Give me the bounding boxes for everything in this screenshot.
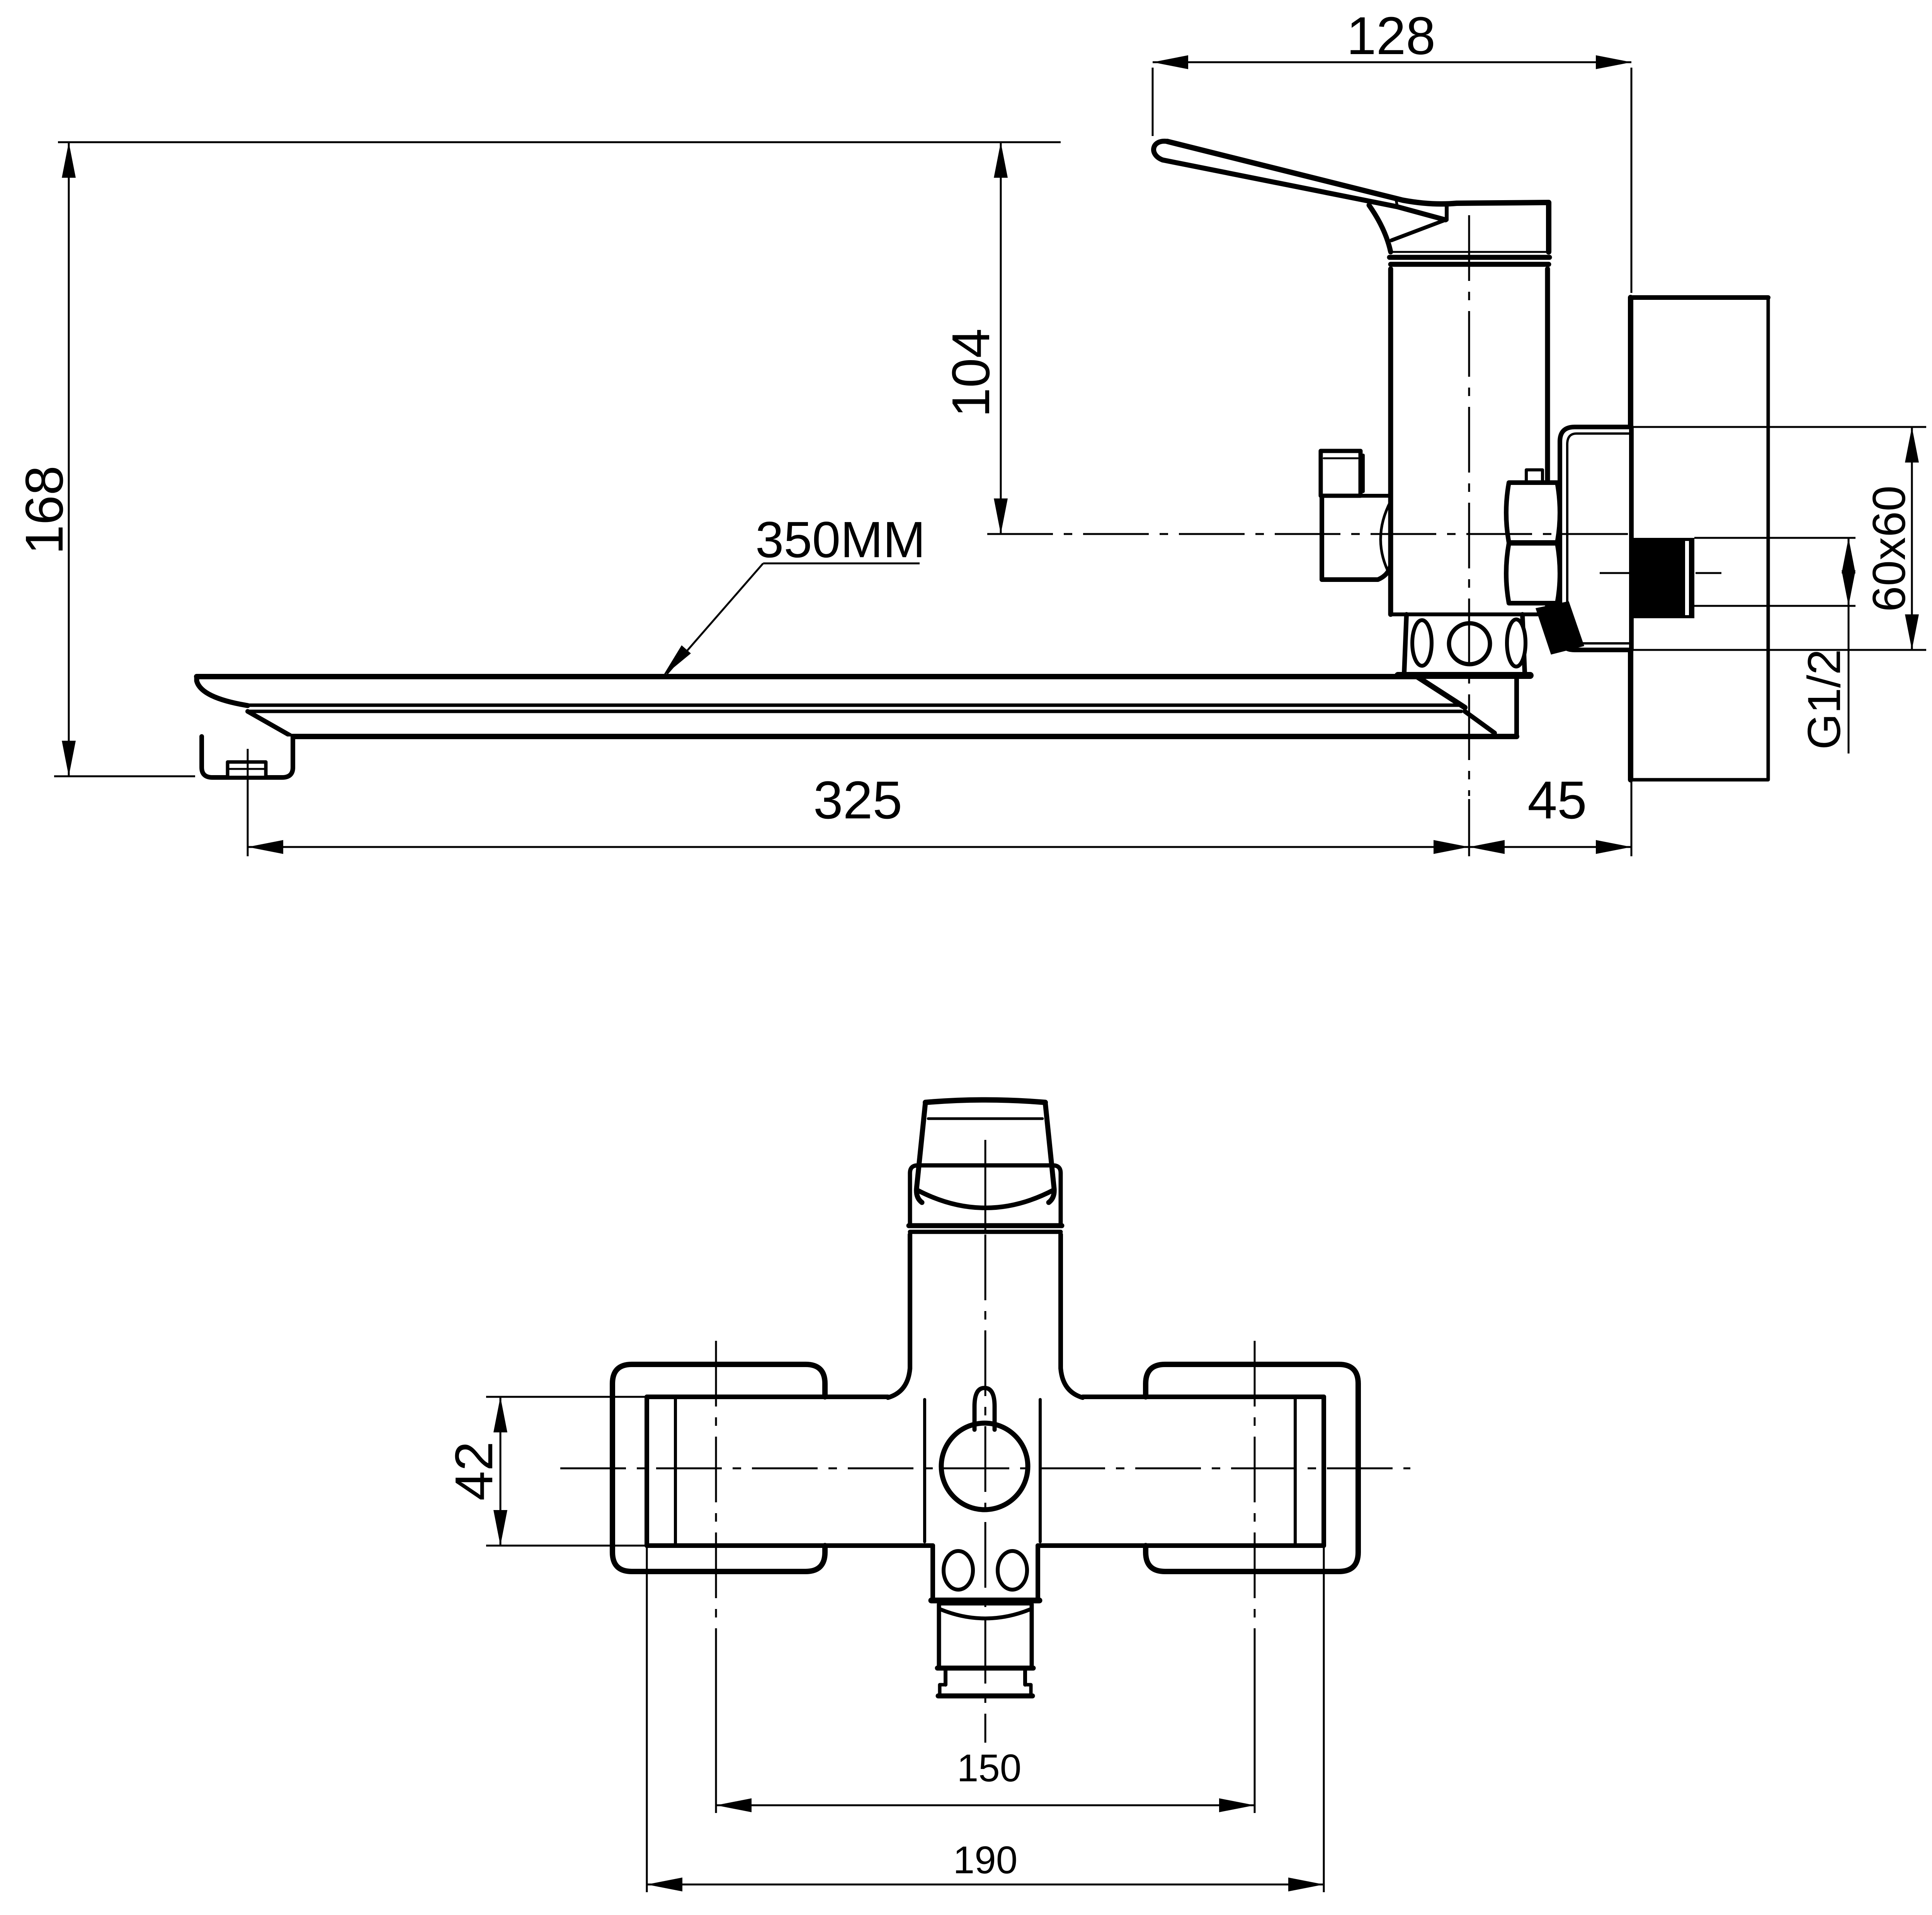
dim-45-label: 45 <box>1527 770 1587 830</box>
diverter-knob <box>1318 449 1393 582</box>
label-spout-length: 350MM <box>662 511 925 677</box>
dim-168-label: 168 <box>15 466 74 554</box>
dim-104-label: 104 <box>941 328 1001 417</box>
dimension-handle-height: 104 <box>58 141 1061 534</box>
dim-190-label: 190 <box>953 1838 1018 1882</box>
plan-view-centerlines <box>560 1140 1410 1743</box>
dimension-handle-projection: 128 <box>1151 6 1633 293</box>
dimension-sleeve-diameter: 42 <box>444 1396 647 1547</box>
dim-325-label: 325 <box>813 770 902 830</box>
dim-60x60-label: 60x60 <box>1863 486 1915 612</box>
dimension-overall-width: 190 <box>646 1548 1325 1892</box>
label-g12-thread: G1/2 <box>1798 649 1850 750</box>
dim-42-label: 42 <box>444 1441 504 1501</box>
mounting-nut <box>1504 468 1562 605</box>
swivel-spout <box>194 673 1519 739</box>
plan-cross-arm <box>645 1395 1326 1548</box>
dimension-hose-centers: 150 <box>715 1650 1256 1813</box>
supply-pipe <box>1631 538 1694 618</box>
dim-150-label: 150 <box>957 1747 1022 1790</box>
dimension-flange-size: 60x60 <box>1631 426 1926 651</box>
dimension-spout-reach: 325 45 <box>247 749 1633 856</box>
label-350mm: 350MM <box>755 511 925 568</box>
plan-view: 42 150 190 <box>444 1097 1410 1892</box>
lever-handle <box>1151 138 1551 255</box>
dimension-thread-size: G1/2 <box>1694 537 1855 753</box>
dim-128-label: 128 <box>1347 6 1435 66</box>
dimension-overall-height: 168 <box>15 142 195 777</box>
side-elevation-view: 128 104 168 350MM <box>15 6 1926 856</box>
side-view-centerlines <box>987 215 1721 796</box>
faucet-body <box>1387 251 1552 617</box>
